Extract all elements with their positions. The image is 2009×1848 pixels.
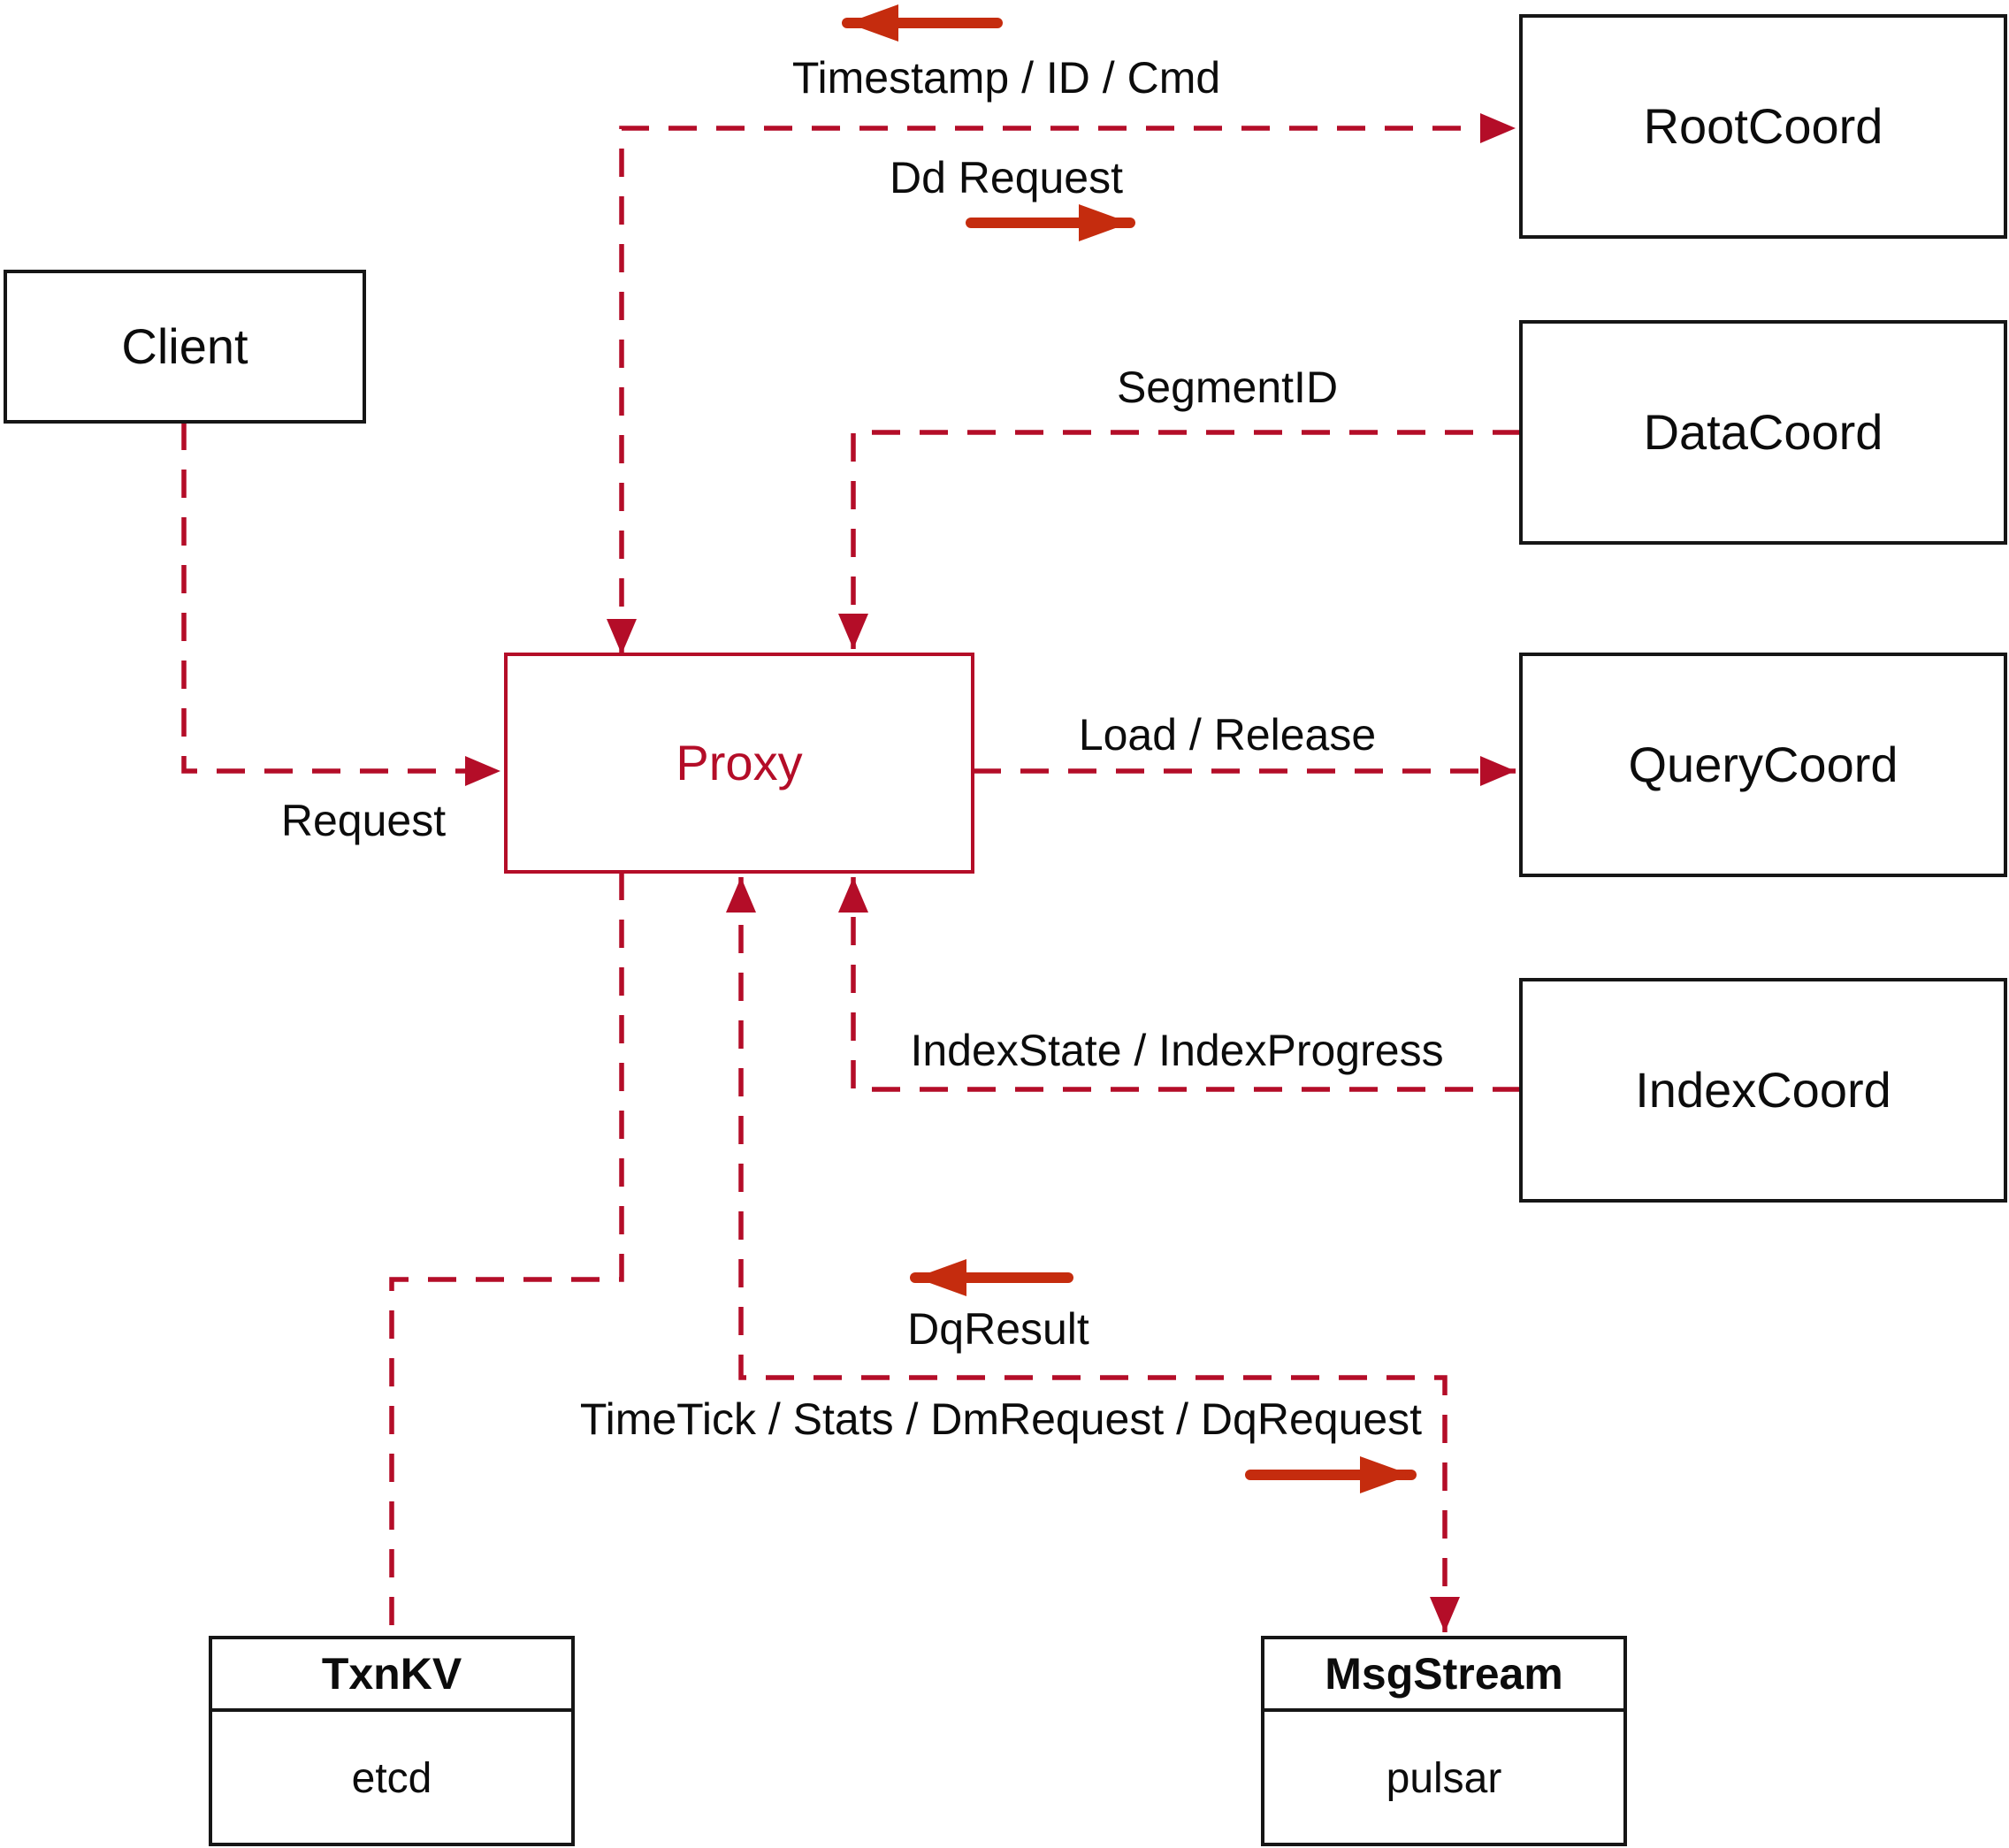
txnkv-impl-label: etcd	[352, 1755, 432, 1802]
edge-label-load-release: Load / Release	[1079, 710, 1376, 760]
edge-label-timetick-stats: TimeTick / Stats / DmRequest / DqRequest	[580, 1394, 1422, 1444]
rootcoord-node: RootCoord	[1519, 14, 2007, 239]
edge-label-indexstate-indexprogress: IndexState / IndexProgress	[910, 1026, 1443, 1075]
client-box	[4, 270, 366, 424]
txnkv-node: TxnKV etcd	[209, 1636, 575, 1846]
indexcoord-box	[1519, 978, 2007, 1203]
edge-proxy-rootcoord	[607, 113, 1516, 654]
txnkv-title: TxnKV	[322, 1649, 462, 1699]
msgstream-node: MsgStream pulsar	[1261, 1636, 1627, 1846]
datacoord-label: DataCoord	[1644, 404, 1883, 460]
msgstream-title: MsgStream	[1325, 1649, 1563, 1699]
querycoord-label: QueryCoord	[1628, 737, 1898, 792]
indexcoord-label: IndexCoord	[1635, 1062, 1891, 1118]
indexcoord-node: IndexCoord	[1519, 978, 2007, 1203]
txnkv-box	[209, 1636, 575, 1846]
proxy-label: Proxy	[676, 735, 802, 790]
proxy-box	[504, 653, 974, 874]
edge-datacoord-proxy	[838, 430, 1521, 649]
edge-proxy-txnkv	[389, 872, 624, 1638]
datacoord-node: DataCoord	[1519, 320, 2007, 545]
edge-label-segmentid: SegmentID	[1117, 363, 1338, 412]
client-node: Client	[4, 270, 366, 424]
proxy-node: Proxy	[504, 653, 974, 874]
edge-proxy-msgstream	[726, 877, 1460, 1632]
edge-label-dd-request: Dd Request	[890, 153, 1123, 202]
edge-client-proxy	[181, 422, 500, 786]
edge-label-timestamp-id-cmd: Timestamp / ID / Cmd	[792, 53, 1220, 103]
edge-label-request: Request	[281, 796, 446, 845]
edge-label-dqresult: DqResult	[907, 1304, 1089, 1354]
msgstream-box	[1261, 1636, 1627, 1846]
querycoord-node: QueryCoord	[1519, 653, 2007, 877]
querycoord-box	[1519, 653, 2007, 877]
client-label: Client	[121, 318, 248, 374]
datacoord-box	[1519, 320, 2007, 545]
rootcoord-label: RootCoord	[1644, 98, 1883, 154]
rootcoord-box	[1519, 14, 2007, 239]
msgstream-impl-label: pulsar	[1386, 1755, 1502, 1802]
